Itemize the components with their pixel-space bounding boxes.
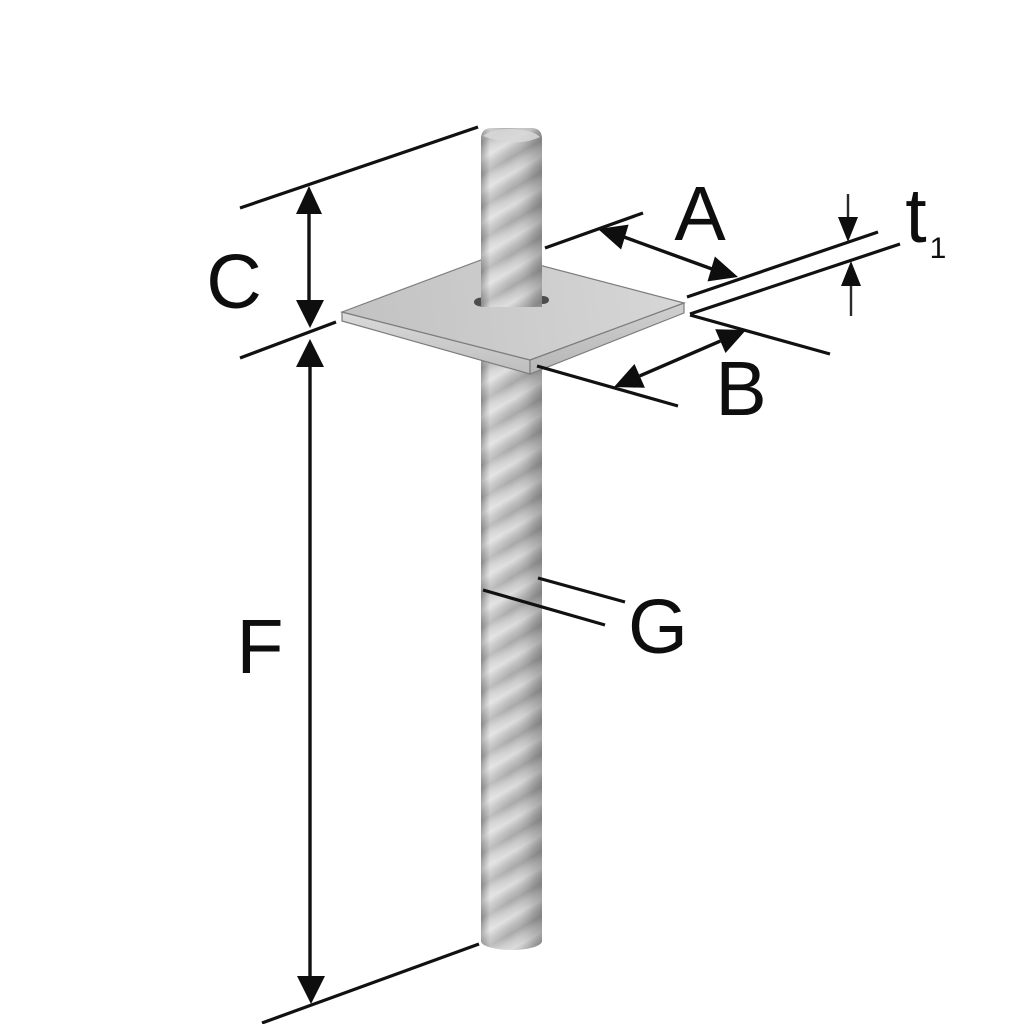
label-b: B <box>715 346 766 432</box>
arrow-up-icon <box>841 261 861 286</box>
arrow-up-icon <box>296 339 324 367</box>
dimension-t1: t 1 <box>686 173 947 316</box>
rebar-rod-lower-shading <box>481 360 542 950</box>
extension-line-plate-back-corner <box>544 211 644 250</box>
dimension-a-shaft <box>623 235 713 271</box>
rebar-rod-upper <box>481 128 542 307</box>
extension-line-plate-right-corner <box>689 313 831 356</box>
extension-line-rod-top <box>239 125 479 210</box>
label-a: A <box>674 171 726 257</box>
extension-line-plate-top-surface <box>686 230 879 299</box>
rebar-rod-upper-shading <box>481 128 542 307</box>
label-t1-subscript: 1 <box>930 232 947 265</box>
extension-line-rod-bottom <box>261 942 480 1024</box>
arrow-up-icon <box>296 186 322 214</box>
g-leader-line-lower <box>482 588 606 627</box>
dimension-b: B <box>536 313 831 432</box>
dimension-a: A <box>544 171 738 282</box>
arrow-down-right-icon <box>707 256 738 282</box>
extension-line-plate-top <box>239 320 337 360</box>
arrow-down-icon <box>838 217 858 242</box>
arrow-up-left-icon <box>598 224 629 250</box>
leader-g: G <box>482 576 688 670</box>
label-t1: t <box>905 173 926 259</box>
rebar-rod-lower <box>481 360 542 950</box>
arrow-down-left-icon <box>614 364 645 388</box>
label-f: F <box>236 604 283 690</box>
label-c: C <box>206 239 262 325</box>
dimension-c: C <box>206 125 479 360</box>
extension-line-plate-front-corner <box>536 364 679 408</box>
g-leader-line-upper <box>537 576 626 604</box>
label-g: G <box>628 584 688 670</box>
arrow-down-icon <box>297 976 325 1004</box>
arrow-down-icon <box>296 300 324 328</box>
extension-line-plate-bottom-surface <box>689 242 901 316</box>
dimension-b-shaft <box>639 339 721 378</box>
dimension-f: F <box>236 339 480 1024</box>
arrow-up-right-icon <box>715 329 746 353</box>
rebar-rod-top-cap <box>483 128 540 143</box>
